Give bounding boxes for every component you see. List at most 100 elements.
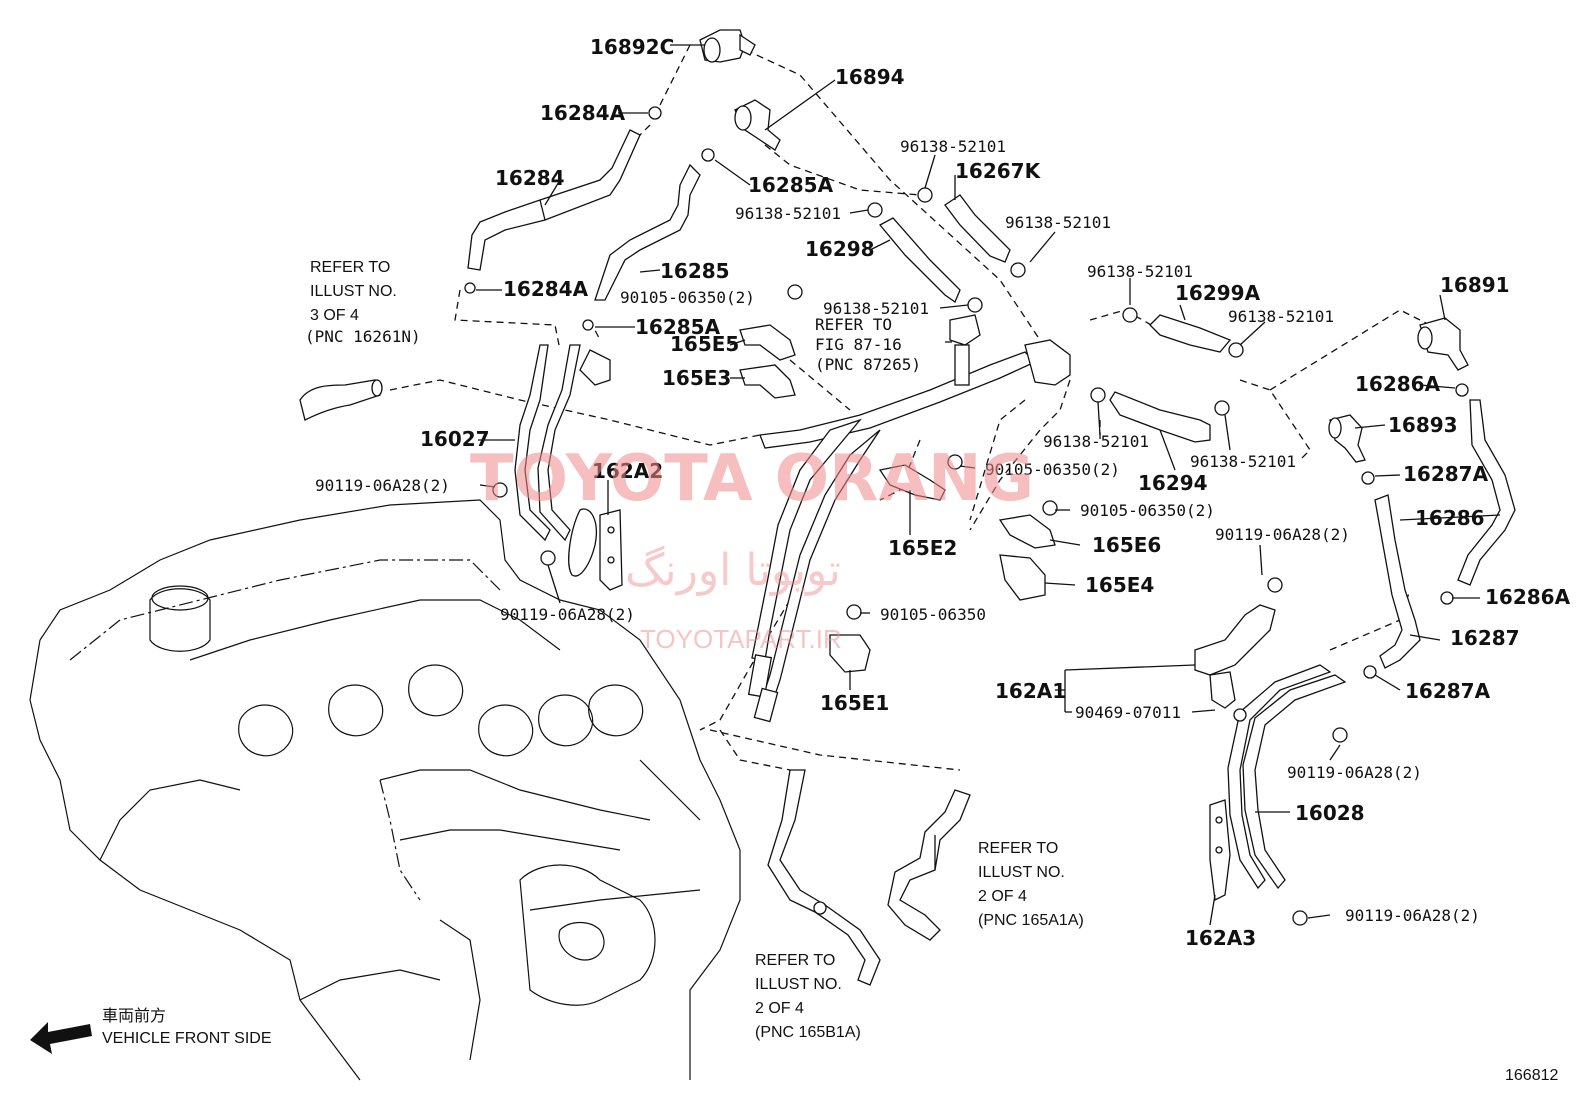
label-90119-06A28-c[interactable]: 90119-06A28(2) [1215,525,1350,544]
label-96138-52101-g[interactable]: 96138-52101 [1043,432,1149,451]
label-16286A-top[interactable]: 16286A [1355,372,1441,396]
front-label-en: VEHICLE FRONT SIDE [102,1030,272,1047]
note-line: (PNC 16261N) [305,327,421,346]
label-162A3[interactable]: 162A3 [1185,926,1256,950]
label-16287A-bottom[interactable]: 16287A [1405,679,1491,703]
label-96138-52101-f[interactable]: 96138-52101 [1228,307,1334,326]
label-16285A-top[interactable]: 16285A [748,173,834,197]
watermark-persian: تویوتا اورنگ [625,545,841,596]
part-16294-hose[interactable] [1109,391,1211,443]
part-165E6-bracket[interactable] [998,514,1056,549]
label-96138-52101-e[interactable]: 96138-52101 [1087,262,1193,281]
part-fig87-16-fitting[interactable] [949,314,981,386]
label-16286[interactable]: 16286 [1415,506,1485,530]
engine-block-illustration [29,499,741,1081]
label-90119-06A28-d[interactable]: 90119-06A28(2) [1287,763,1422,782]
label-90119-06A28-a[interactable]: 90119-06A28(2) [315,476,450,495]
label-16284A-top[interactable]: 16284A [540,101,626,125]
part-16285-hose[interactable] [594,163,701,301]
label-165E2[interactable]: 165E2 [888,536,957,560]
note-line: FIG 87-16 [815,335,902,354]
label-16028[interactable]: 16028 [1295,801,1365,825]
note-line: REFER TO [815,315,892,334]
leader-lines [476,44,1501,926]
label-90119-06A28-e[interactable]: 90119-06A28(2) [1345,906,1480,925]
part-16027-pipe[interactable] [514,344,611,577]
part-162A3-bracket[interactable] [1209,799,1231,901]
part-lower-hose-165A1A[interactable] [887,789,971,941]
note-line: 2 OF 4 [755,1000,804,1017]
label-16299A[interactable]: 16299A [1175,281,1261,305]
note-line: ILLUST NO. [755,976,842,993]
part-16894-fitting[interactable] [734,99,781,151]
part-165E1-bracket[interactable] [829,634,871,673]
label-16285[interactable]: 16285 [660,259,730,283]
part-hose-16261N[interactable] [299,379,383,421]
label-90469-07011[interactable]: 90469-07011 [1075,703,1181,722]
part-16286-hose[interactable] [1457,399,1516,586]
note-line: REFER TO [755,952,835,969]
label-162A1[interactable]: 162A1 [995,679,1066,703]
label-16285A-bottom[interactable]: 16285A [635,315,721,339]
part-162A1-bracket[interactable] [1194,604,1276,709]
label-165E5[interactable]: 165E5 [670,332,739,356]
note-line: ILLUST NO. [310,283,397,300]
label-16894[interactable]: 16894 [835,65,905,89]
label-96138-52101-b[interactable]: 96138-52101 [735,204,841,223]
label-96138-52101-d[interactable]: 96138-52101 [823,299,929,318]
part-16287-hose[interactable] [1374,494,1421,669]
label-165E6[interactable]: 165E6 [1092,533,1161,557]
part-165E2-bracket[interactable] [878,464,946,501]
part-16299A-hose[interactable] [1149,314,1232,353]
front-label-jp: 車両前方 [102,1007,166,1025]
part-165E4-bracket[interactable] [999,554,1046,601]
label-16286A-bottom[interactable]: 16286A [1485,585,1571,609]
label-96138-52101-h[interactable]: 96138-52101 [1190,452,1296,471]
part-16284-hose[interactable] [467,129,641,271]
label-90105-06350-b[interactable]: 90105-06350(2) [985,460,1120,479]
label-16891[interactable]: 16891 [1440,273,1510,297]
label-16298[interactable]: 16298 [805,237,875,261]
label-165E4[interactable]: 165E4 [1085,573,1154,597]
label-165E1[interactable]: 165E1 [820,691,889,715]
label-16287A-top[interactable]: 16287A [1403,462,1489,486]
label-16284A-bottom[interactable]: 16284A [503,277,589,301]
part-16267K-hose[interactable] [944,194,1011,263]
label-90119-06A28-b[interactable]: 90119-06A28(2) [500,605,635,624]
label-16267K[interactable]: 16267K [955,159,1042,183]
label-90105-06350-d[interactable]: 90105-06350 [880,605,986,624]
label-96138-52101-a[interactable]: 96138-52101 [900,137,1006,156]
part-16028-pipe[interactable] [1227,664,1347,890]
part-16298-hose[interactable] [878,217,961,303]
label-16294[interactable]: 16294 [1138,471,1208,495]
watermark: TOYOTA ORANG تویوتا اورنگ TOYOTAPART.IR [470,442,1034,654]
label-90105-06350-c[interactable]: 90105-06350(2) [1080,501,1215,520]
label-16287[interactable]: 16287 [1450,626,1520,650]
note-line: 3 OF 4 [310,307,359,324]
watermark-site: TOYOTAPART.IR [640,624,842,654]
label-165E3[interactable]: 165E3 [662,366,731,390]
front-arrow-icon [30,1022,92,1054]
note-line: (PNC 165A1A) [978,912,1084,929]
refer-note-165A1A: REFER TO ILLUST NO. 2 OF 4 (PNC 165A1A) [978,840,1084,929]
part-162A2-bracket[interactable] [599,509,623,591]
part-16893-fitting[interactable] [1328,414,1366,463]
label-16027[interactable]: 16027 [420,427,490,451]
clamps-and-bolts [464,106,1469,926]
label-96138-52101-c[interactable]: 96138-52101 [1005,213,1111,232]
label-162A2[interactable]: 162A2 [592,459,663,483]
part-16892C-fitting[interactable] [699,29,756,63]
note-line: (PNC 87265) [815,355,921,374]
label-16893[interactable]: 16893 [1388,413,1458,437]
label-90105-06350-a[interactable]: 90105-06350(2) [620,288,755,307]
part-16891-fitting[interactable] [1417,317,1469,371]
label-16284[interactable]: 16284 [495,166,565,190]
refer-note-165B1A: REFER TO ILLUST NO. 2 OF 4 (PNC 165B1A) [755,952,861,1041]
part-165E5-bracket[interactable] [739,324,796,361]
label-16892C[interactable]: 16892C [590,35,674,59]
part-lower-hose-165B1A[interactable] [767,769,881,986]
watermark-main: TOYOTA ORANG [470,442,1034,516]
part-165E3-bracket[interactable] [739,364,796,399]
